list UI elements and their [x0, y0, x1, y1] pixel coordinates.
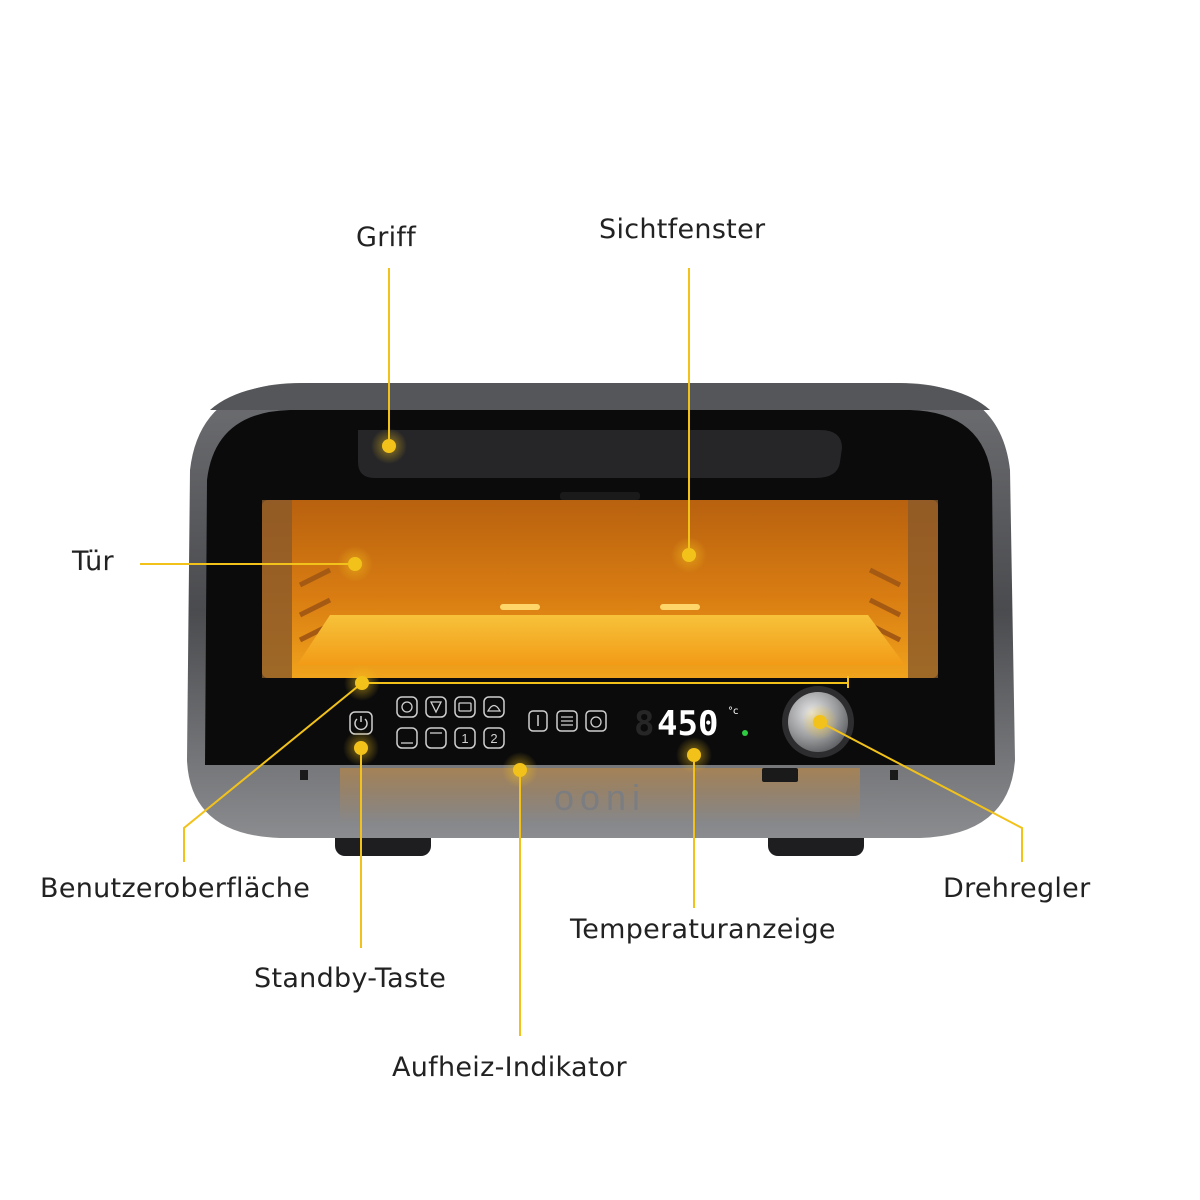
brand-logo: ooni	[554, 777, 646, 818]
label-temperaturanzeige: Temperaturanzeige	[570, 914, 836, 945]
temperature-display: 8 450 °c	[634, 704, 748, 744]
callout-lines	[140, 268, 1023, 1036]
power-icon	[354, 718, 368, 731]
mode-buttons: 1 2	[396, 696, 505, 749]
preset-2-label: 2	[490, 731, 497, 746]
slice-icon	[429, 701, 443, 714]
label-drehregler: Drehregler	[943, 873, 1091, 904]
callout-dot-temperatur	[687, 748, 701, 762]
settings-buttons	[528, 710, 607, 732]
callout-dot-aufheiz	[513, 763, 527, 777]
pan-icon	[458, 702, 472, 712]
mode-button-pan[interactable]	[454, 696, 476, 718]
oven-handle	[358, 430, 842, 478]
timer-button[interactable]	[585, 710, 607, 732]
callout-dot-standby	[354, 741, 368, 755]
display-temperature: 450	[657, 704, 718, 744]
callout-dot-sichtfenster	[682, 548, 696, 562]
mode-button-slice[interactable]	[425, 696, 447, 718]
label-aufheiz: Aufheiz-Indikator	[392, 1052, 627, 1083]
mode-button-top[interactable]	[396, 727, 418, 749]
pizza-stone	[297, 615, 905, 665]
label-tuer: Tür	[72, 546, 114, 577]
label-sichtfenster: Sichtfenster	[599, 214, 766, 245]
pizza-icon	[401, 701, 413, 713]
label-griff: Griff	[356, 222, 417, 253]
callout-line-benutzeroberflaeche	[183, 682, 363, 862]
callout-dot-drehregler	[813, 715, 827, 729]
preset-button-1[interactable]	[454, 727, 476, 749]
display-ghost-digit: 8	[634, 704, 654, 744]
preset-button-2[interactable]	[483, 727, 505, 749]
callout-line-drehregler	[819, 721, 1023, 862]
display-unit: °c	[728, 706, 739, 717]
heat-balance-button[interactable]	[556, 710, 578, 732]
mode-button-bake[interactable]	[483, 696, 505, 718]
mode-button-pizza[interactable]	[396, 696, 418, 718]
temperature-button[interactable]	[528, 710, 548, 732]
callout-dot-benutzeroberflaeche	[355, 676, 369, 690]
callout-dot-griff	[382, 439, 396, 453]
callout-dot-tuer	[348, 557, 362, 571]
mode-button-bottom[interactable]	[425, 727, 447, 749]
timer-icon	[590, 716, 602, 728]
preset-1-label: 1	[461, 731, 468, 746]
heat-balance-icon	[561, 716, 573, 726]
label-benutzeroberflaeche: Benutzeroberfläche	[40, 873, 311, 904]
bake-icon	[486, 704, 502, 712]
label-standby: Standby-Taste	[254, 963, 447, 994]
status-led	[742, 730, 748, 736]
callout-dots	[337, 428, 838, 788]
